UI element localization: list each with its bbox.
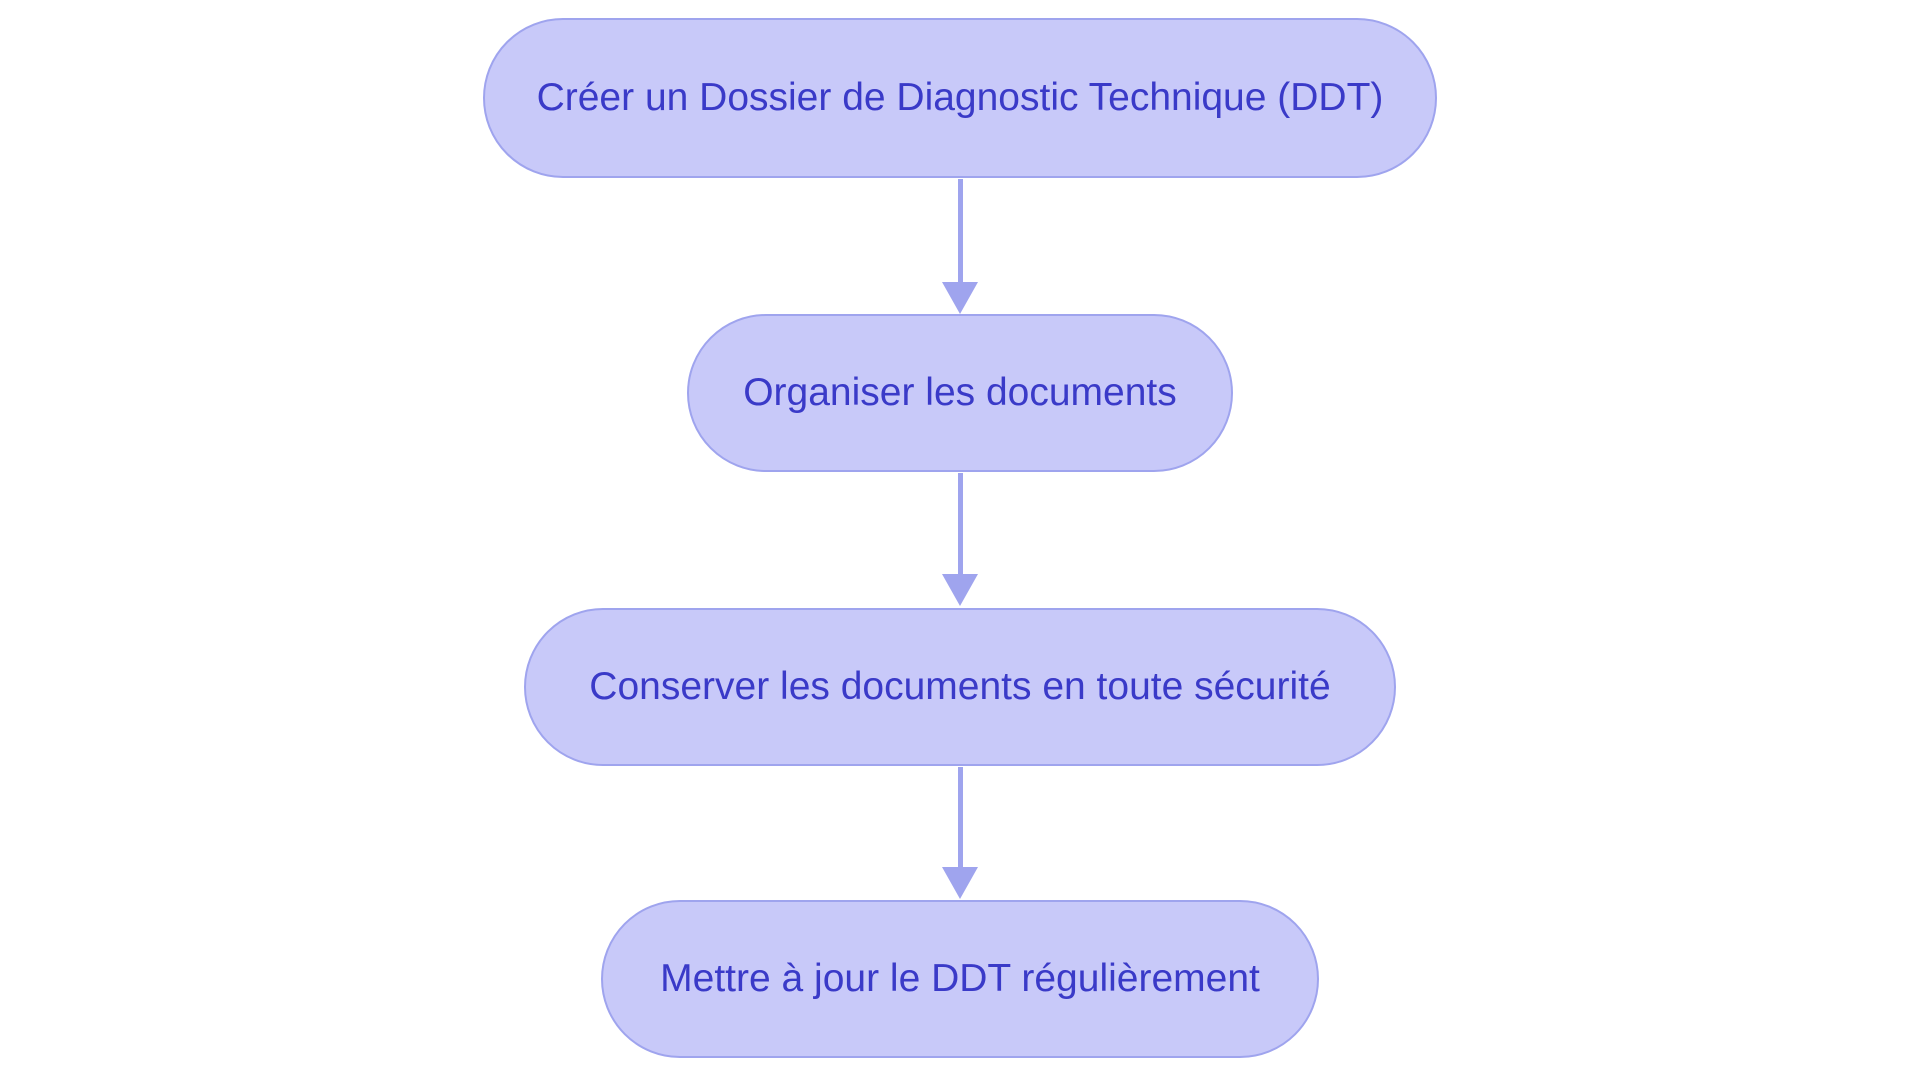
flowchart-node-creer-ddt: Créer un Dossier de Diagnostic Technique… bbox=[483, 18, 1437, 178]
flowchart-node-organiser-documents: Organiser les documents bbox=[687, 314, 1233, 472]
arrow-down-icon bbox=[942, 574, 978, 606]
node-label: Organiser les documents bbox=[743, 370, 1177, 414]
node-label: Créer un Dossier de Diagnostic Technique… bbox=[536, 75, 1384, 119]
node-label: Conserver les documents en toute sécurit… bbox=[589, 664, 1331, 708]
arrow-down-icon bbox=[942, 867, 978, 899]
arrow-down-icon bbox=[942, 282, 978, 314]
arrow-shaft bbox=[958, 767, 963, 868]
flowchart-node-mettre-a-jour-ddt: Mettre à jour le DDT régulièrement bbox=[601, 900, 1319, 1058]
flowchart-node-conserver-documents: Conserver les documents en toute sécurit… bbox=[524, 608, 1396, 766]
arrow-shaft bbox=[958, 179, 963, 283]
arrow-shaft bbox=[958, 473, 963, 575]
node-label: Mettre à jour le DDT régulièrement bbox=[660, 956, 1260, 1000]
